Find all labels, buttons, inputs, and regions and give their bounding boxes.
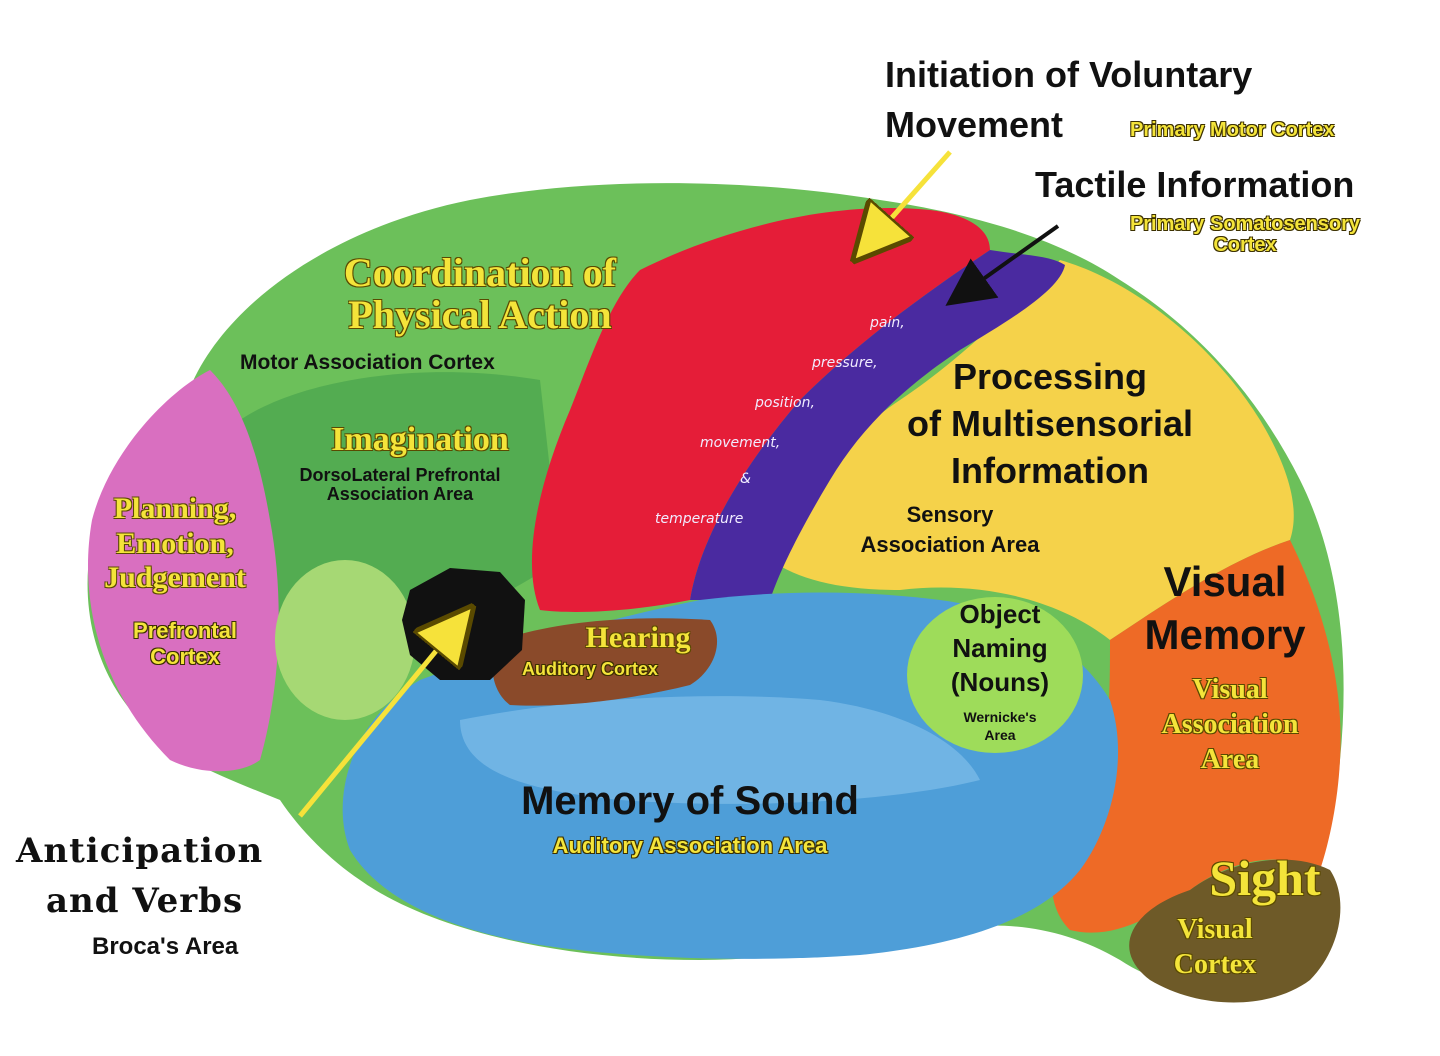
visual-assoc-line3: Area bbox=[1200, 744, 1260, 775]
processing-line1: Processing bbox=[952, 356, 1148, 397]
planning-line1: Planning, bbox=[113, 492, 237, 525]
motor-association-label: Motor Association Cortex bbox=[240, 351, 495, 374]
temporal-texture bbox=[460, 696, 980, 804]
primary-somatosensory-label: Primary Somatosensory Cortex bbox=[1075, 214, 1415, 256]
processing-line3: Information bbox=[951, 449, 1149, 491]
sensory-line1: Sensory bbox=[906, 502, 994, 527]
visual-cortex-line2: Cortex bbox=[1173, 949, 1257, 980]
visual-memory-line2: Memory bbox=[1144, 610, 1306, 658]
visual-assoc-line1: Visual bbox=[1192, 674, 1268, 705]
dorsolateral-line2: Association Area bbox=[326, 483, 474, 504]
visual-assoc-line2: Association bbox=[1161, 709, 1299, 740]
processing-line2: of Multisensorial bbox=[906, 402, 1194, 444]
visual-memory-title: Visual Memory bbox=[1110, 556, 1340, 661]
visual-memory-line1: Visual bbox=[1163, 558, 1287, 605]
visual-cortex-line1: Visual bbox=[1177, 914, 1253, 945]
arrow-somatosensory bbox=[945, 224, 1060, 306]
processing-title: Processing of Multisensorial Information bbox=[860, 354, 1240, 494]
hearing-title: Hearing bbox=[585, 621, 691, 654]
somato-pressure: pressure, bbox=[812, 355, 878, 371]
wernicke-area bbox=[907, 597, 1083, 753]
arrow-broca bbox=[298, 628, 455, 818]
voluntary-movement-title: Initiation of Voluntary bbox=[885, 54, 1253, 95]
wernicke-label: Wernicke's Area bbox=[935, 708, 1065, 744]
anticipation-title-line2: and Verbs bbox=[46, 881, 244, 921]
visual-association-label: Visual Association Area bbox=[1120, 672, 1340, 777]
planning-title: Planning, Emotion, Judgement bbox=[75, 492, 275, 596]
primary-motor-cortex bbox=[531, 208, 990, 612]
prefrontal-line1: Prefrontal bbox=[133, 618, 237, 643]
sight-title: Sight bbox=[1209, 850, 1321, 906]
primary-somatosensory-line1: Primary Somatosensory bbox=[1129, 213, 1361, 235]
sensory-line2: Association Area bbox=[860, 531, 1040, 557]
prefrontal-line2: Cortex bbox=[150, 644, 220, 670]
prefrontal-cortex bbox=[88, 370, 279, 772]
sensory-association-label: Sensory Association Area bbox=[820, 500, 1080, 559]
planning-line3: Judgement bbox=[104, 561, 246, 594]
parietal-lobe bbox=[770, 260, 1294, 640]
auditory-cortex bbox=[492, 618, 718, 706]
prefrontal-cortex-label: Prefrontal Cortex bbox=[100, 618, 270, 671]
lower-frontal-lobe bbox=[275, 560, 415, 720]
primary-motor-cortex-label: Primary Motor Cortex bbox=[1130, 119, 1335, 141]
occipital-lobe bbox=[1051, 540, 1341, 933]
arrow-primary-motor bbox=[872, 150, 952, 240]
wernicke-line2: Area bbox=[984, 727, 1016, 744]
auditory-cortex-label: Auditory Cortex bbox=[521, 659, 658, 679]
dorsolateral-line1: DorsoLateral Prefrontal bbox=[299, 465, 501, 485]
somato-position: position, bbox=[755, 395, 815, 411]
object-line3: (Nouns) bbox=[950, 666, 1050, 697]
tactile-information-title: Tactile Information bbox=[1035, 164, 1355, 205]
somato-and: & bbox=[740, 471, 751, 487]
somato-pain: pain, bbox=[870, 315, 905, 331]
imagination-title: Imagination bbox=[331, 421, 509, 458]
primary-somatosensory-line2: Cortex bbox=[1213, 234, 1277, 256]
primary-somatosensory-cortex bbox=[690, 250, 1065, 600]
visual-cortex-label: Visual Cortex bbox=[1140, 912, 1290, 982]
broca-area-label: Broca's Area bbox=[92, 933, 239, 960]
coordination-line2: Physical Action bbox=[348, 292, 612, 337]
somato-movement: movement, bbox=[700, 435, 781, 451]
wernicke-line1: Wernicke's bbox=[963, 709, 1037, 725]
planning-line2: Emotion, bbox=[116, 526, 234, 560]
memory-of-sound-title: Memory of Sound bbox=[521, 779, 859, 823]
somato-temperature: temperature bbox=[655, 511, 744, 527]
object-naming-title: Object Naming (Nouns) bbox=[915, 598, 1085, 699]
object-line2: Naming bbox=[952, 632, 1048, 663]
visual-cortex bbox=[1129, 859, 1341, 1003]
auditory-association-label: Auditory Association Area bbox=[552, 833, 828, 858]
object-line1: Object bbox=[959, 599, 1041, 629]
coordination-title: Coordination of Physical Action bbox=[270, 252, 690, 336]
anticipation-title: Anticipation bbox=[16, 831, 264, 871]
voluntary-movement-title-line2: Movement bbox=[885, 104, 1064, 145]
dorsolateral-label: DorsoLateral Prefrontal Association Area bbox=[250, 466, 550, 504]
coordination-line1: Coordination of bbox=[343, 250, 617, 295]
